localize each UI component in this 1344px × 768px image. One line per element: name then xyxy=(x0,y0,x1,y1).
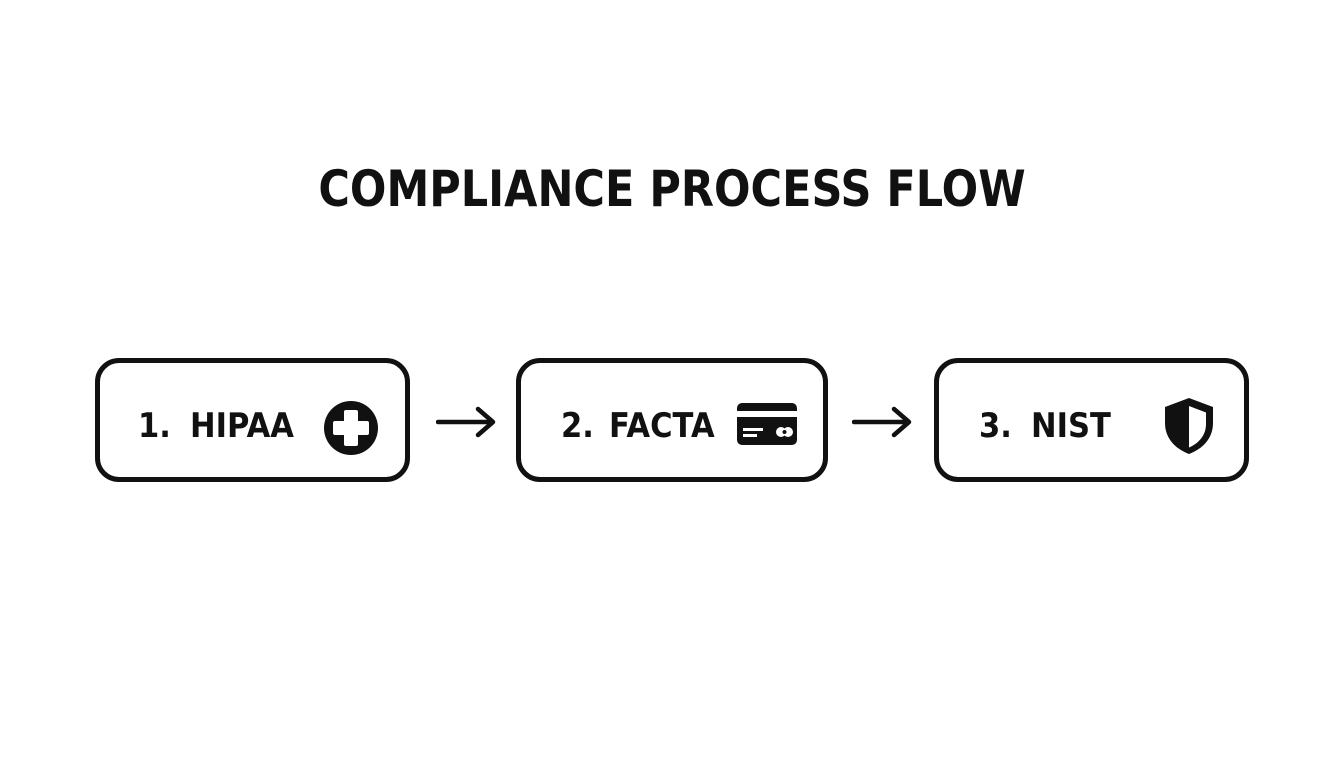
step-number: 1. xyxy=(138,406,171,446)
step-label: HIPAA xyxy=(190,406,294,446)
arrow-right-icon xyxy=(852,406,912,438)
arrow-right-icon xyxy=(436,406,496,438)
step-number: 3. xyxy=(979,406,1012,446)
step-label: NIST xyxy=(1031,406,1111,446)
step-box-facta: 2. FACTA xyxy=(516,358,828,482)
medical-cross-icon xyxy=(324,401,378,455)
step-label: FACTA xyxy=(609,406,715,446)
step-box-nist: 3. NIST xyxy=(934,358,1249,482)
step-number: 2. xyxy=(561,406,594,446)
step-box-hipaa: 1. HIPAA xyxy=(95,358,410,482)
diagram-title: COMPLIANCE PROCESS FLOW xyxy=(318,160,1026,218)
credit-card-icon xyxy=(737,403,797,445)
shield-icon xyxy=(1165,398,1213,454)
